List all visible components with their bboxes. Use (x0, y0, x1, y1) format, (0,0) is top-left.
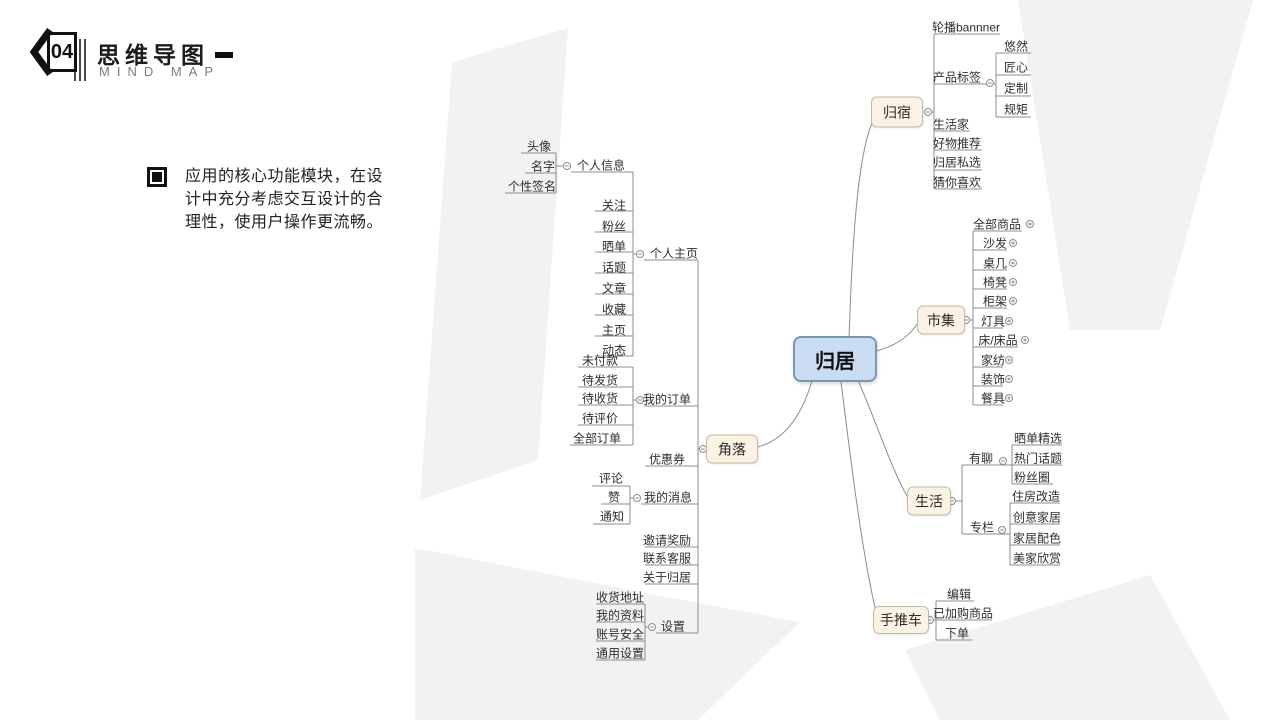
branch-jiaoluo: 角落 (706, 434, 758, 464)
branch-shoutuiche: 手推车 (873, 606, 929, 634)
branch-guisu: 归宿 (871, 96, 923, 128)
topic-dingzhi: 定制 (1003, 81, 1029, 96)
topic-tongyongshezhi: 通用设置 (595, 646, 645, 661)
topic-yideng: 椅凳 (982, 275, 1008, 290)
slide-header: 04 思维导图 MIND MAP (0, 0, 400, 110)
topic-zhuangshi: 装饰 (980, 372, 1006, 387)
topic-wodexiaoxi: 我的消息 (643, 490, 693, 505)
topic-guijusixuan: 归居私选 (932, 155, 982, 170)
topic-shenghuojia: 生活家 (932, 117, 970, 132)
branch-shenghuo: 生活 (907, 486, 951, 516)
topic-mingzi: 名字 (530, 159, 556, 174)
topic-zhanghaoanquan: 账号安全 (595, 627, 645, 642)
topic-zhuye: 主页 (601, 323, 627, 338)
topic-tongzhi: 通知 (599, 509, 625, 524)
topic-chuangyijiaju: 创意家居 (1012, 510, 1062, 525)
topic-remenhuati: 热门话题 (1013, 451, 1063, 466)
topic-touxiang: 头像 (526, 139, 552, 154)
branch-shiji: 市集 (917, 305, 965, 335)
topic-lunbobanner: 轮播bannner (931, 20, 1001, 35)
topic-haowutuijian: 好物推荐 (932, 136, 982, 151)
topic-gerenxinxi: 个人信息 (576, 158, 626, 173)
topic-canju: 餐具 (980, 391, 1006, 406)
topic-quanbushangpin: 全部商品 (972, 217, 1022, 232)
topic-zhuanlan: 专栏 (969, 520, 995, 535)
topic-gerenzhuye: 个人主页 (649, 246, 699, 261)
topic-huati: 话题 (601, 260, 627, 275)
topic-jiafang: 家纺 (980, 353, 1006, 368)
topic-youliao: 有聊 (968, 451, 994, 466)
topic-yaoqingjiangli: 邀请奖励 (642, 533, 692, 548)
topic-guanzhu: 关注 (601, 198, 627, 213)
topic-dengju: 灯具 (980, 314, 1006, 329)
topic-chuangpin: 床/床品 (978, 333, 1018, 348)
topic-guijia: 柜架 (982, 294, 1008, 309)
topic-zhufanggaizao: 住房改造 (1011, 489, 1061, 504)
topic-daishouhuo: 待收货 (581, 391, 619, 406)
topic-fensiquan: 粉丝圈 (1013, 470, 1051, 485)
topic-youhuiquan: 优惠券 (648, 452, 686, 467)
topic-cainixihuan: 猜你喜欢 (932, 175, 982, 190)
topic-daifahuo: 待发货 (581, 373, 619, 388)
topic-xiadan: 下单 (944, 626, 970, 641)
topic-shaidan: 晒单 (601, 239, 627, 254)
topic-jiangxin: 匠心 (1003, 60, 1029, 75)
page-subtitle: MIND MAP (99, 64, 220, 79)
topic-wodeziliao: 我的资料 (595, 608, 645, 623)
topic-jiajupeise: 家居配色 (1012, 531, 1062, 546)
logo-stripes-decoration (74, 39, 88, 81)
topic-gexingqianming: 个性签名 (507, 179, 557, 194)
section-number: 04 (50, 40, 74, 63)
topic-shafa: 沙发 (982, 236, 1008, 251)
title-dash-decoration (215, 52, 233, 58)
topic-wenzhang: 文章 (601, 281, 627, 296)
topic-zan: 赞 (607, 490, 621, 505)
topic-fensi: 粉丝 (601, 219, 627, 234)
topic-wodedingdan: 我的订单 (642, 392, 692, 407)
root-guiju: 归居 (793, 336, 877, 382)
topic-bianji: 编辑 (946, 587, 972, 602)
topic-chanpinbiaoqian: 产品标签 (932, 70, 982, 85)
topic-youran: 悠然 (1003, 39, 1029, 54)
topic-guanyuguiju: 关于归居 (642, 570, 692, 585)
bullet-square-icon (147, 167, 167, 187)
topic-yijiagou: 已加购商品 (932, 606, 994, 621)
topic-quanbudingdan: 全部订单 (572, 431, 622, 446)
description-text: 应用的核心功能模块，在设计中充分考虑交互设计的合理性，使用户操作更流畅。 (185, 168, 384, 231)
topic-shaidanjingxuan: 晒单精选 (1013, 431, 1063, 446)
topic-shoucang: 收藏 (601, 302, 627, 317)
page-title: 思维导图 (97, 42, 209, 68)
topic-shouhuodizhi: 收货地址 (595, 590, 645, 605)
topic-zhuoji: 桌几 (982, 256, 1008, 271)
topic-lianxikefu: 联系客服 (642, 551, 692, 566)
section-number-badge: 04 (47, 32, 77, 72)
topic-pinglun: 评论 (598, 471, 624, 486)
topic-guiju-tag: 规矩 (1003, 102, 1029, 117)
chevron-logo-icon (29, 27, 53, 77)
topic-dongtai: 动态 (601, 343, 627, 358)
topic-weifukuan: 未付款 (581, 353, 619, 368)
topic-meijiaxinshang: 美家欣赏 (1012, 551, 1062, 566)
topic-shezhi: 设置 (660, 619, 686, 634)
topic-daipingjia: 待评价 (581, 411, 619, 426)
